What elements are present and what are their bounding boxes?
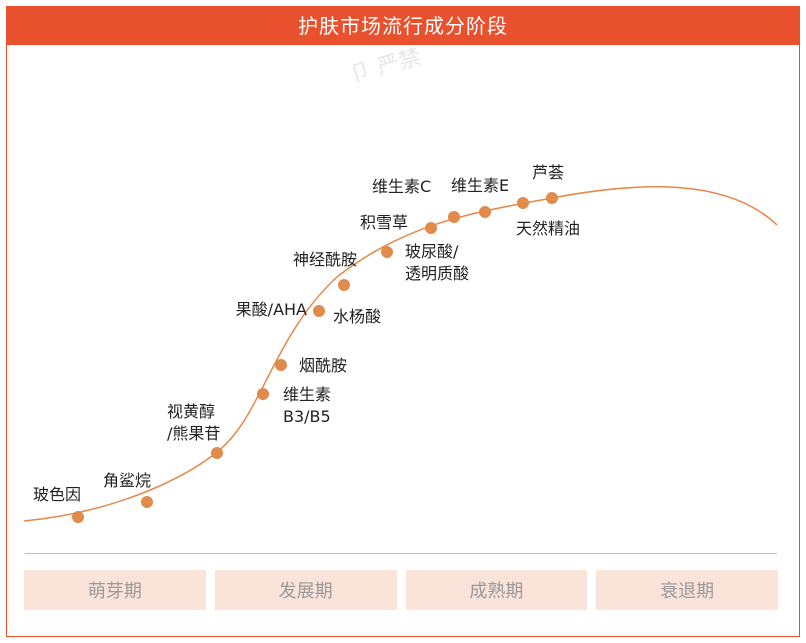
stage-bar: 萌芽期 发展期 成熟期 衰退期	[24, 570, 778, 610]
point-label-5: 果酸/AHA	[236, 300, 307, 319]
point-label-4: 烟酰胺	[299, 356, 347, 375]
point-label-10: 维生素C	[372, 177, 431, 196]
curve-point-7	[381, 246, 393, 258]
point-label-0: 玻色因	[33, 485, 81, 504]
curve-point-6	[338, 279, 350, 291]
point-label-1: 角鲨烷	[103, 471, 151, 490]
curve-point-5	[313, 305, 325, 317]
point-label-2: 视黄醇/熊果苷	[167, 402, 220, 443]
point-label-13: 芦荟	[532, 163, 564, 182]
curve-point-3	[257, 388, 269, 400]
curve-point-11	[517, 197, 529, 209]
point-label-6: 水杨酸	[333, 307, 381, 326]
page-title: 护肤市场流行成分阶段	[7, 7, 799, 45]
adoption-curve	[23, 186, 778, 522]
point-label-11: 维生素E	[451, 176, 509, 195]
curve-point-9	[448, 211, 460, 223]
curve-point-10	[479, 206, 491, 218]
curve-point-0	[72, 511, 84, 523]
stage-sprouting: 萌芽期	[24, 570, 206, 610]
stage-maturity: 成熟期	[405, 570, 588, 610]
point-label-8: 积雪草	[360, 213, 408, 232]
curve-point-1	[141, 496, 153, 508]
stage-development: 发展期	[214, 570, 397, 610]
stage-decline: 衰退期	[596, 570, 778, 610]
curve-point-8	[425, 222, 437, 234]
curve-point-13	[546, 192, 558, 204]
point-label-7: 神经酰胺	[293, 250, 357, 269]
stage-divider	[25, 553, 777, 554]
curve-point-4	[275, 359, 287, 371]
curve-point-2	[211, 447, 223, 459]
point-label-12: 天然精油	[516, 219, 580, 238]
point-label-9: 玻尿酸/透明质酸	[405, 242, 469, 283]
